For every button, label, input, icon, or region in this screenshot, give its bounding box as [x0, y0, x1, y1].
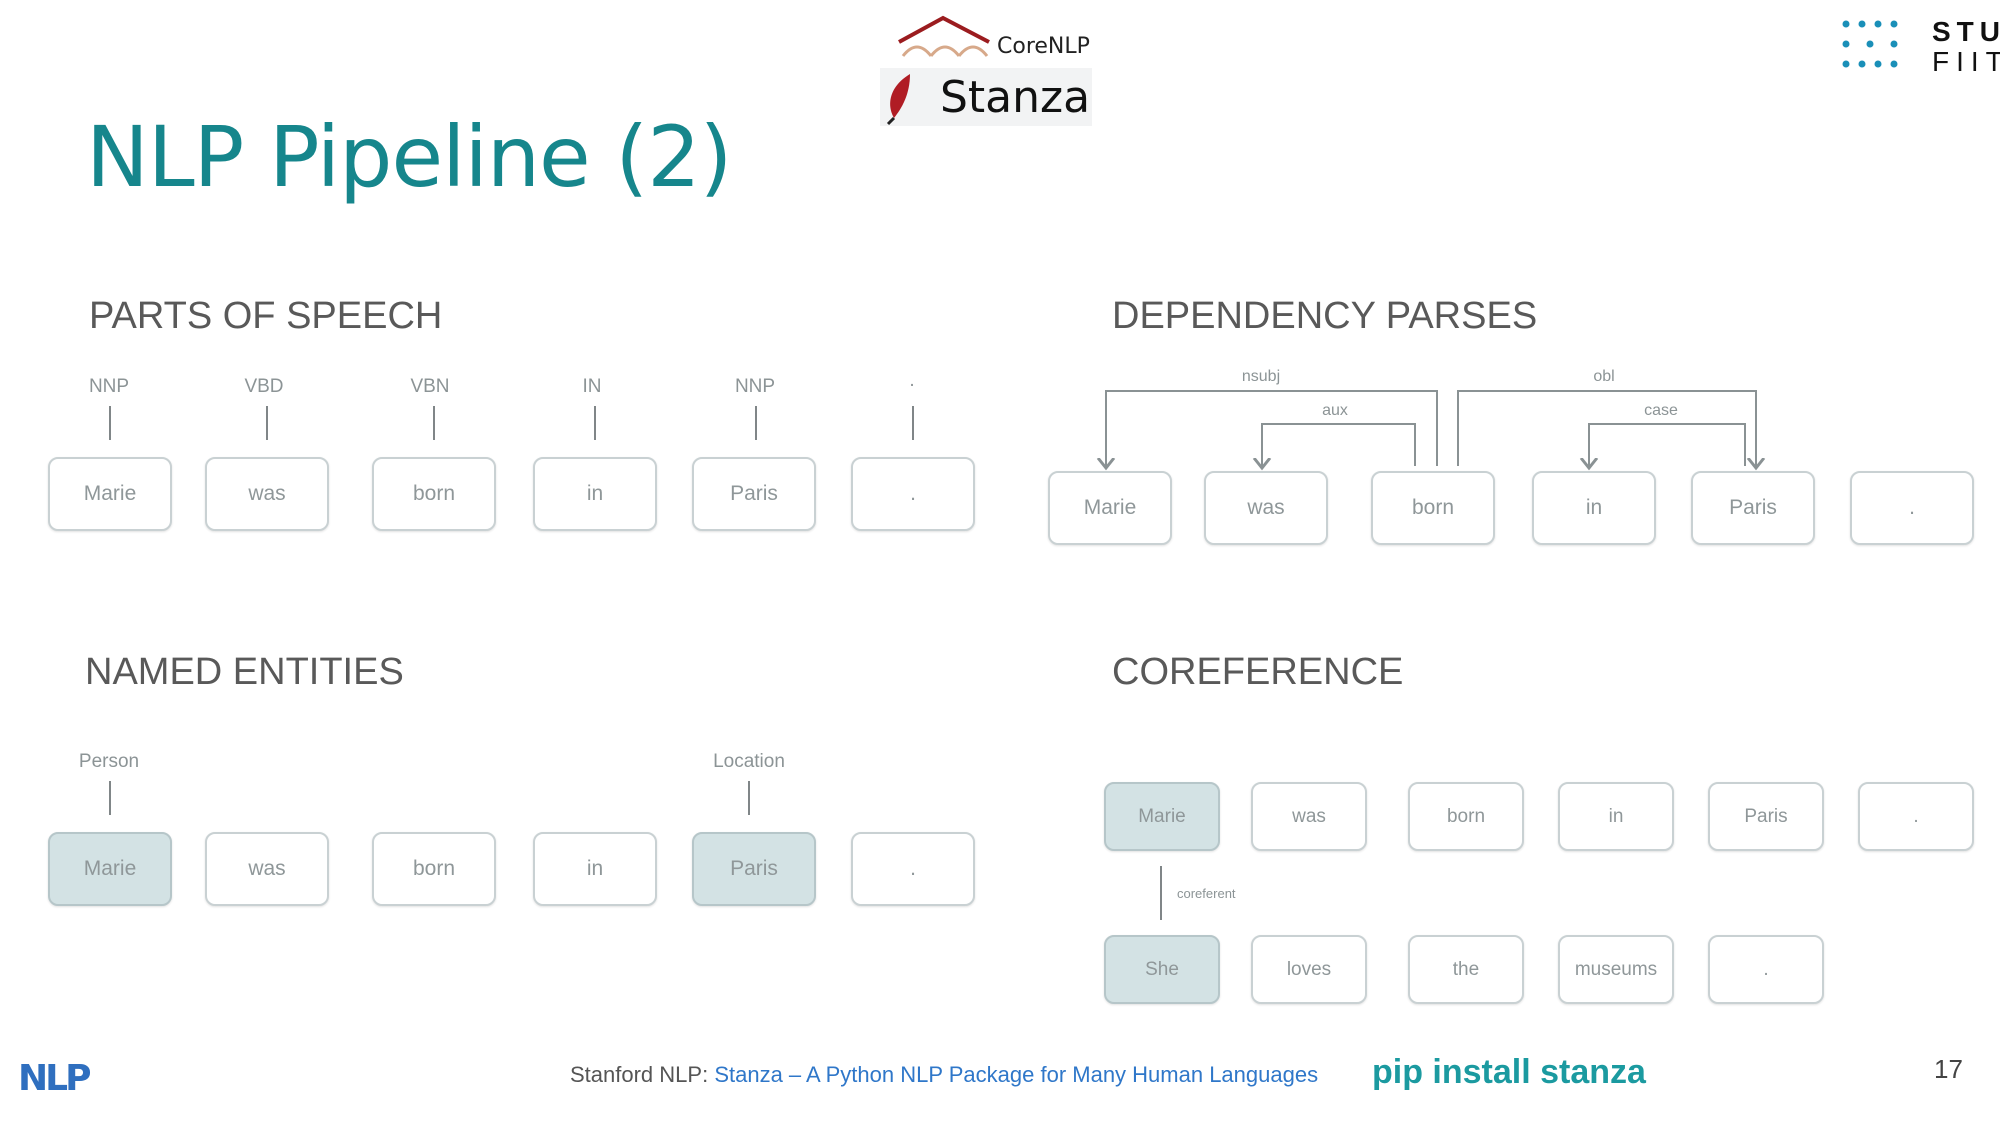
pos-tag: . — [909, 370, 915, 391]
feather-icon — [886, 74, 910, 126]
pos-connector — [433, 406, 435, 440]
pos-connector — [594, 406, 596, 440]
stanza-logo: Stanza — [880, 68, 1092, 126]
ner-token-entity: Marie — [48, 832, 172, 906]
dep-relation-label: aux — [1322, 402, 1348, 419]
pos-tag: VBD — [244, 376, 284, 397]
pos-tag: IN — [582, 376, 602, 397]
ner-token: born — [372, 832, 496, 906]
section-named-entities: NAMED ENTITIES — [85, 651, 404, 693]
pos-connector — [266, 406, 268, 440]
pos-token: Marie — [48, 457, 172, 531]
pos-token: born — [372, 457, 496, 531]
ner-token-entity: Paris — [692, 832, 816, 906]
dep-relation-label: obl — [1593, 368, 1615, 385]
ner-token: . — [851, 832, 975, 906]
ner-token: in — [533, 832, 657, 906]
ner-label: Person — [78, 751, 140, 772]
dep-token: . — [1850, 471, 1974, 545]
coref-token: loves — [1251, 935, 1367, 1004]
stu-text: STU — [1932, 16, 2000, 47]
footer-citation: Stanford NLP: Stanza – A Python NLP Pack… — [570, 1062, 1318, 1088]
dep-token: Paris — [1691, 471, 1815, 545]
page-number: 17 — [1934, 1054, 1963, 1084]
pos-connector — [755, 406, 757, 440]
pos-token: in — [533, 457, 657, 531]
coref-token: in — [1558, 782, 1674, 851]
coref-token: the — [1408, 935, 1524, 1004]
dep-relation-label: nsubj — [1241, 368, 1281, 385]
coref-connector — [1160, 866, 1162, 920]
ner-connector — [748, 781, 750, 815]
coref-token: . — [1708, 935, 1824, 1004]
dep-token: born — [1371, 471, 1495, 545]
pos-connector — [109, 406, 111, 440]
footer-stanza-link[interactable]: Stanza – A Python NLP Package for Many H… — [714, 1062, 1319, 1087]
ner-label: Location — [713, 751, 785, 772]
coref-relation-label: coreferent — [1177, 886, 1236, 901]
section-coreference: COREFERENCE — [1112, 651, 1404, 693]
dep-token: in — [1532, 471, 1656, 545]
section-dependency-parses: DEPENDENCY PARSES — [1112, 295, 1538, 337]
coref-token: museums — [1558, 935, 1674, 1004]
coref-token: born — [1408, 782, 1524, 851]
coref-token: . — [1858, 782, 1974, 851]
pos-tag: VBN — [410, 376, 450, 397]
coref-token-mention: Marie — [1104, 782, 1220, 851]
nlp-logo: NLP — [18, 1058, 91, 1099]
pos-token: was — [205, 457, 329, 531]
dep-relation-label: case — [1644, 402, 1678, 419]
pos-connector — [912, 406, 914, 440]
page-title: NLP Pipeline (2) — [86, 108, 732, 206]
pos-token: Paris — [692, 457, 816, 531]
pos-tag: NNP — [88, 376, 130, 397]
pos-tag: NNP — [734, 376, 776, 397]
footer-prefix: Stanford NLP: — [570, 1062, 709, 1087]
stu-dots-icon — [1842, 20, 1898, 68]
ner-token: was — [205, 832, 329, 906]
section-parts-of-speech: PARTS OF SPEECH — [89, 295, 443, 337]
coref-token-mention: She — [1104, 935, 1220, 1004]
stanza-logo-text: Stanza — [940, 72, 1091, 123]
coref-token: Paris — [1708, 782, 1824, 851]
stu-fiit-logo: STU FIIT — [1838, 16, 2000, 77]
ner-connector — [109, 781, 111, 815]
dep-token: Marie — [1048, 471, 1172, 545]
corenlp-arches-icon — [898, 15, 990, 57]
pip-install-command: pip install stanza — [1372, 1053, 1646, 1091]
corenlp-logo-text: CoreNLP — [997, 34, 1090, 59]
dep-token: was — [1204, 471, 1328, 545]
fiit-text: FIIT — [1932, 46, 2000, 77]
pos-token: . — [851, 457, 975, 531]
corenlp-logo: CoreNLP — [895, 12, 1095, 62]
coref-token: was — [1251, 782, 1367, 851]
